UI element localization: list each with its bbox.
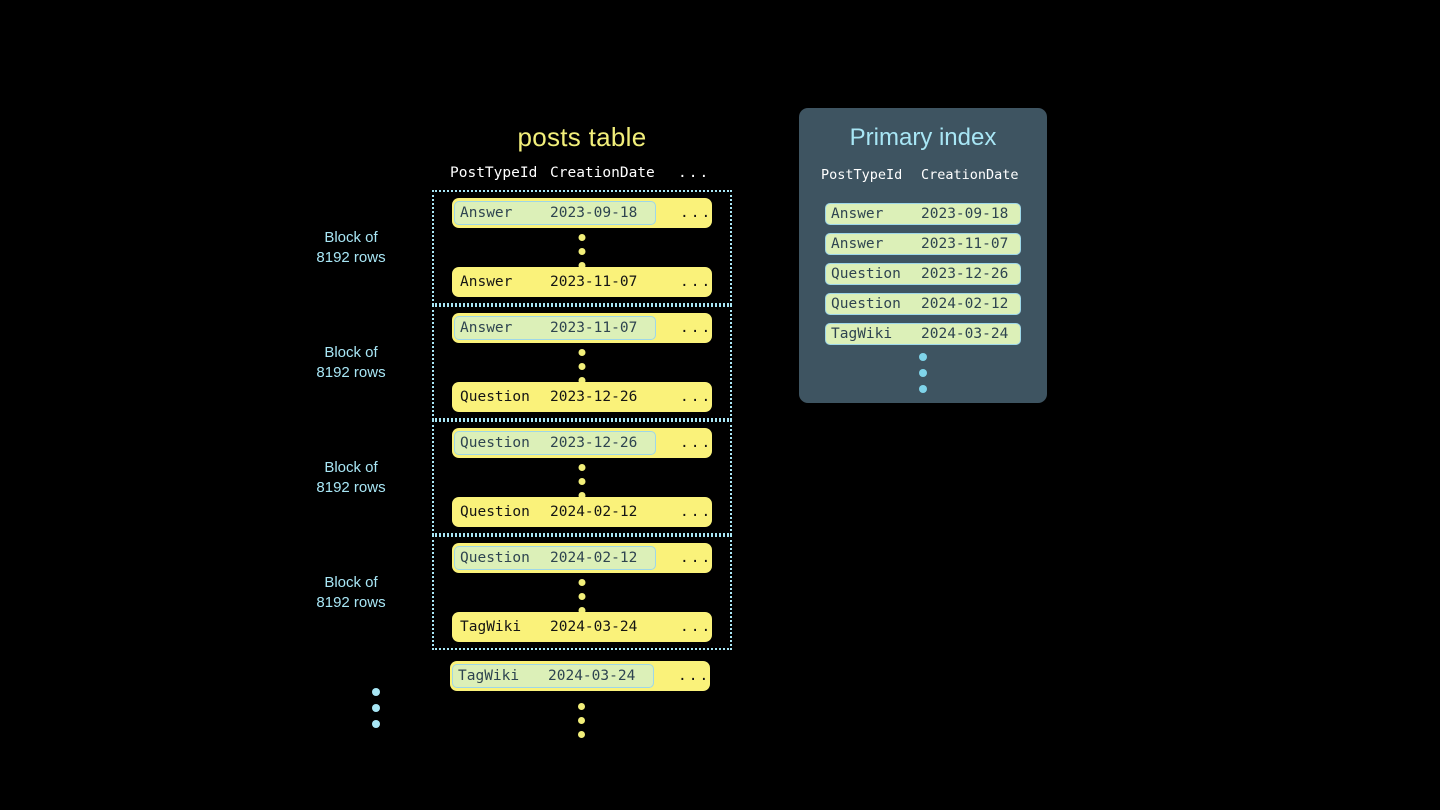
table-row: Question 2023-12-26 ... bbox=[452, 382, 712, 412]
cell-post-type-id: Answer bbox=[831, 236, 884, 252]
table-row-trailing: TagWiki 2024-03-24 ... bbox=[450, 661, 710, 691]
cell-post-type-id: Question bbox=[460, 550, 530, 566]
vertical-ellipsis-icon bbox=[578, 349, 586, 384]
row-highlight-pill bbox=[452, 664, 654, 688]
column-header-creation-date: CreationDate bbox=[550, 165, 655, 181]
row-highlight-pill bbox=[454, 431, 656, 455]
row-highlight-pill bbox=[454, 316, 656, 340]
primary-index-rows: Answer 2023-09-18 Answer 2023-11-07 Ques… bbox=[825, 203, 1021, 353]
table-continuation-ellipsis-icon bbox=[578, 703, 585, 738]
cell-creation-date: 2024-02-12 bbox=[921, 296, 1009, 312]
column-header-post-type-id: PostTypeId bbox=[450, 165, 538, 181]
cell-post-type-id: Answer bbox=[460, 205, 513, 221]
cell-post-type-id: Answer bbox=[831, 206, 884, 222]
cell-post-type-id: Question bbox=[460, 435, 530, 451]
block-label: Block of 8192 rows bbox=[316, 343, 386, 381]
cell-creation-date: 2024-02-12 bbox=[550, 504, 638, 520]
block-label: Block of 8192 rows bbox=[316, 458, 386, 496]
table-block: Block of 8192 rows Question 2023-12-26 .… bbox=[316, 420, 732, 535]
cell-post-type-id: Answer bbox=[460, 320, 513, 336]
index-continuation-ellipsis-icon bbox=[919, 353, 927, 393]
block-label: Block of 8192 rows bbox=[316, 573, 386, 611]
cell-post-type-id: Answer bbox=[460, 274, 513, 290]
primary-index-column-headers: PostTypeId CreationDate bbox=[799, 167, 1047, 187]
column-header-creation-date: CreationDate bbox=[921, 167, 1019, 183]
index-row: Answer 2023-09-18 bbox=[825, 203, 1021, 225]
table-block: Block of 8192 rows Answer 2023-11-07 ...… bbox=[316, 305, 732, 420]
blocks-continuation-ellipsis-icon bbox=[372, 688, 380, 728]
cell-creation-date: 2024-03-24 bbox=[548, 668, 636, 684]
vertical-ellipsis-icon bbox=[578, 234, 586, 269]
cell-creation-date: 2023-11-07 bbox=[921, 236, 1009, 252]
cell-post-type-id: TagWiki bbox=[458, 668, 520, 684]
cell-creation-date: 2023-12-26 bbox=[550, 435, 638, 451]
posts-table-title: posts table bbox=[517, 122, 647, 152]
cell-creation-date: 2023-11-07 bbox=[550, 274, 638, 290]
posts-table-blocks: Block of 8192 rows Answer 2023-09-18 ...… bbox=[316, 190, 732, 650]
primary-index-panel: Primary index PostTypeId CreationDate An… bbox=[799, 108, 1047, 403]
cell-post-type-id: Question bbox=[831, 296, 901, 312]
cell-more: ... bbox=[680, 320, 713, 336]
index-row: Question 2024-02-12 bbox=[825, 293, 1021, 315]
cell-more: ... bbox=[678, 668, 711, 684]
cell-creation-date: 2023-09-18 bbox=[550, 205, 638, 221]
block-label: Block of 8192 rows bbox=[316, 228, 386, 266]
cell-more: ... bbox=[680, 550, 713, 566]
table-row: Question 2024-02-12 ... bbox=[452, 543, 712, 573]
index-row: Answer 2023-11-07 bbox=[825, 233, 1021, 255]
cell-more: ... bbox=[680, 504, 713, 520]
cell-more: ... bbox=[680, 435, 713, 451]
cell-creation-date: 2023-11-07 bbox=[550, 320, 638, 336]
table-row: Answer 2023-09-18 ... bbox=[452, 198, 712, 228]
cell-creation-date: 2023-12-26 bbox=[921, 266, 1009, 282]
cell-post-type-id: TagWiki bbox=[460, 619, 522, 635]
primary-index-title: Primary index bbox=[849, 124, 997, 151]
table-row: Answer 2023-11-07 ... bbox=[452, 313, 712, 343]
cell-creation-date: 2023-12-26 bbox=[550, 389, 638, 405]
index-row: Question 2023-12-26 bbox=[825, 263, 1021, 285]
vertical-ellipsis-icon bbox=[578, 579, 586, 614]
table-row: Question 2023-12-26 ... bbox=[452, 428, 712, 458]
column-header-post-type-id: PostTypeId bbox=[821, 167, 903, 183]
cell-more: ... bbox=[680, 619, 713, 635]
cell-creation-date: 2024-03-24 bbox=[550, 619, 638, 635]
cell-more: ... bbox=[680, 389, 713, 405]
vertical-ellipsis-icon bbox=[578, 464, 586, 499]
cell-creation-date: 2024-03-24 bbox=[921, 326, 1009, 342]
row-highlight-pill bbox=[454, 201, 656, 225]
cell-more: ... bbox=[680, 274, 713, 290]
cell-creation-date: 2023-09-18 bbox=[921, 206, 1009, 222]
cell-more: ... bbox=[680, 205, 713, 221]
table-row: Question 2024-02-12 ... bbox=[452, 497, 712, 527]
table-row: Answer 2023-11-07 ... bbox=[452, 267, 712, 297]
table-block: Block of 8192 rows Answer 2023-09-18 ...… bbox=[316, 190, 732, 305]
cell-post-type-id: Question bbox=[831, 266, 901, 282]
posts-table-column-headers: PostTypeId CreationDate ... bbox=[432, 165, 732, 187]
table-block: Block of 8192 rows Question 2024-02-12 .… bbox=[316, 535, 732, 650]
column-header-more: ... bbox=[678, 165, 711, 181]
index-row: TagWiki 2024-03-24 bbox=[825, 323, 1021, 345]
cell-post-type-id: Question bbox=[460, 504, 530, 520]
cell-creation-date: 2024-02-12 bbox=[550, 550, 638, 566]
table-row: TagWiki 2024-03-24 ... bbox=[452, 612, 712, 642]
cell-post-type-id: TagWiki bbox=[831, 326, 893, 342]
cell-post-type-id: Question bbox=[460, 389, 530, 405]
row-highlight-pill bbox=[454, 546, 656, 570]
